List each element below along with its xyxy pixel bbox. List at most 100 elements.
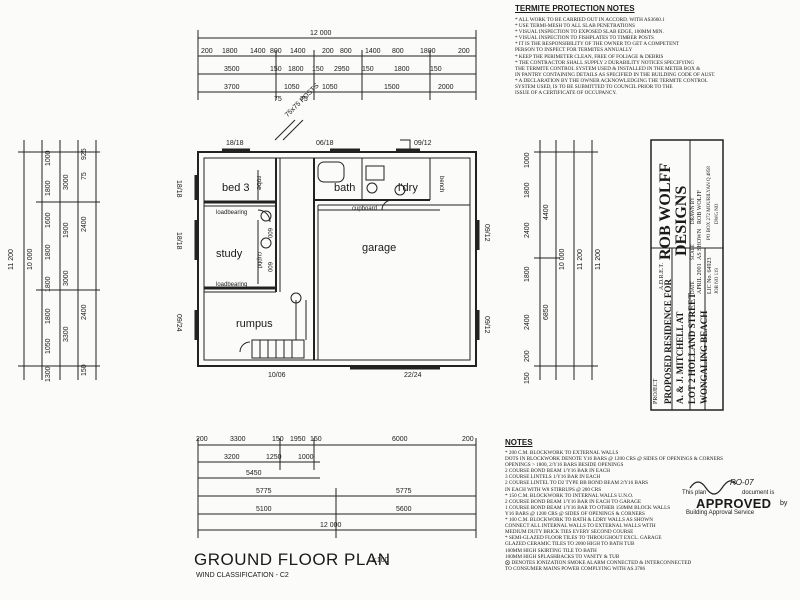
note: ⨂ DENOTES IONIZATION SMOKE ALARM CONNECT… bbox=[505, 559, 692, 566]
left-dim: 2400 bbox=[81, 216, 88, 232]
bottom-dim: 5450 bbox=[246, 470, 262, 477]
top-dim: 200 bbox=[201, 48, 213, 55]
loadbearing-label: loadbearing bbox=[216, 282, 248, 288]
right-dim: 11 200 bbox=[595, 249, 602, 270]
left-dim: 1900 bbox=[63, 222, 70, 238]
top-dim: 1400 bbox=[290, 48, 306, 55]
bottom-dim: 3300 bbox=[230, 436, 246, 443]
left-dim: 1000 bbox=[45, 150, 52, 166]
dwg-number: DWG NO bbox=[715, 203, 720, 224]
window-label: 09/12 bbox=[414, 140, 432, 147]
termite-note: SYSTEM USED, IS TO BE SUBMITTED TO COUNC… bbox=[515, 84, 673, 91]
top-dim: 150 bbox=[362, 66, 374, 73]
top-dim: 1800 bbox=[288, 66, 304, 73]
termite-note: ISSUE OF A CERTIFICATE OF OCCUPANCY. bbox=[515, 90, 617, 97]
note: * 150 C.M. BLOCKWORK TO INTERNAL WALLS U… bbox=[505, 492, 634, 499]
termite-note: * USE TERMI-MESH TO ALL SLAB PENETRATION… bbox=[515, 23, 635, 30]
bottom-dim: 200 bbox=[196, 436, 208, 443]
notes-list: * 200 C.M. BLOCKWORK TO EXTERNAL WALLS D… bbox=[505, 450, 723, 572]
bottom-dim: 150 bbox=[310, 436, 322, 443]
right-dim: 10 000 bbox=[559, 248, 566, 270]
note: 100mm HIGH SPLASHBACKS TO VANITY & TUB bbox=[505, 553, 620, 560]
left-dim: 1800 bbox=[45, 308, 52, 324]
project-label: PROJECT bbox=[653, 378, 659, 404]
notes-title: NOTES bbox=[505, 438, 533, 447]
room-label-garage: garage bbox=[362, 242, 397, 254]
termite-notes-title: TERMITE PROTECTION NOTES bbox=[515, 4, 635, 13]
note: IN EACH WITH W8 STIRRUPS @ 200 CRS bbox=[505, 486, 602, 493]
bottom-dim: 1000 bbox=[298, 454, 314, 461]
licence-number: LIC No. 64923 bbox=[707, 257, 713, 295]
left-dim: 75 bbox=[81, 172, 88, 180]
termite-note: * VISUAL INSPECTION TO FISHPLATES TO TIM… bbox=[515, 35, 654, 42]
top-dim: 1050 bbox=[284, 84, 300, 91]
termite-note: * A DECLARATION BY THE OWNER ACKNOWLEDGI… bbox=[515, 77, 708, 84]
bottom-dim: 200 bbox=[462, 436, 474, 443]
left-dim: 3000 bbox=[63, 270, 70, 286]
left-dim: 925 bbox=[81, 148, 88, 160]
top-dim: 1400 bbox=[250, 48, 266, 55]
left-dim: 1300 bbox=[45, 366, 52, 382]
termite-note: * KEEP THE PERIMETER CLEAN, FREE OF FOLI… bbox=[515, 53, 664, 60]
note: GLAZED CERAMIC TILES TO 2000 HIGH TO BAT… bbox=[505, 541, 635, 548]
window-label: 06/18 bbox=[316, 140, 334, 147]
stamp-approved: APPROVED bbox=[696, 496, 772, 511]
left-dim: 1800 bbox=[45, 276, 52, 292]
window-label: 18/18 bbox=[226, 140, 244, 147]
left-inner-dim: 10 000 bbox=[27, 248, 34, 270]
note: 3 COURSE LINTELS 1/Y16 BAR IN EACH bbox=[505, 474, 601, 481]
stamp-signature: RO-07 bbox=[730, 478, 754, 487]
left-dim: 1050 bbox=[45, 338, 52, 354]
job-number: JOB NO 119 bbox=[715, 268, 720, 294]
note: 2 COURSE LINTEL TO D2 TYPE BB BOND BEAM … bbox=[505, 480, 649, 487]
top-dim: 1050 bbox=[322, 84, 338, 91]
room-label-robe: robe bbox=[255, 176, 262, 191]
top-dim: 1800 bbox=[394, 66, 410, 73]
note: 2 COURSE BOND BEAM 1/Y16 BAR IN EACH bbox=[505, 468, 611, 475]
left-dim: 3300 bbox=[63, 326, 70, 342]
room-label-rumpus: rumpus bbox=[236, 318, 273, 330]
top-dim: 3500 bbox=[224, 66, 240, 73]
window-label: 09/24 bbox=[175, 314, 182, 332]
project-line: LOT 2 HOLLAND STREET bbox=[687, 292, 697, 404]
right-dim: 6850 bbox=[543, 304, 550, 320]
wind-classification: WIND CLASSIFICATION - C2 bbox=[196, 572, 289, 579]
date-value: APRIL 2001 bbox=[697, 263, 703, 294]
termite-note: * THE CONTRACTOR SHALL SUPPLY 2 DURABILI… bbox=[515, 59, 695, 66]
termite-note: PERSON TO INSPECT FOR TERMITES ANNUALLY bbox=[515, 47, 633, 54]
right-dim: 2400 bbox=[524, 314, 531, 330]
drawn-label: DRAWN BY bbox=[691, 197, 696, 224]
left-dim: 1800 bbox=[45, 180, 52, 196]
note: * 100 C.M. BLOCKWORK TO BATH & LDRY WALL… bbox=[505, 517, 653, 524]
termite-note: * VISUAL INSPECTION TO EXPOSED SLAB EDGE… bbox=[515, 29, 664, 36]
window-label: 09/12 bbox=[483, 316, 490, 334]
termite-note: IN PANTRY CONTAINING DETAILS AS SPECIFIE… bbox=[515, 71, 716, 78]
note: TO CONSUMER MAINS POWER COMPLYING WITH A… bbox=[505, 565, 646, 572]
top-dim: 1500 bbox=[384, 84, 400, 91]
right-dim: 1800 bbox=[524, 182, 531, 198]
top-dim: 150 bbox=[430, 66, 442, 73]
top-dim: 200 bbox=[322, 48, 334, 55]
note: MEDIUM DUTY BRICK TIES EVERY SECOND COUR… bbox=[505, 529, 634, 536]
room-label-cupboard: cupboard bbox=[352, 206, 378, 212]
window-label: 18/18 bbox=[175, 180, 182, 198]
bottom-dim: 5775 bbox=[396, 488, 412, 495]
loadbearing-label: loadbearing bbox=[216, 210, 248, 216]
project-line: PROPOSED RESIDENCE FOR bbox=[663, 278, 673, 404]
bottom-dim: 6000 bbox=[392, 436, 408, 443]
left-overall-dim: 11 200 bbox=[8, 249, 15, 270]
window-label: 09/12 bbox=[483, 224, 490, 242]
note: 2 COURSE BOND BEAM 1/Y16 BAR IN EACH TO … bbox=[505, 498, 641, 505]
bottom-dim: 5600 bbox=[396, 506, 412, 513]
right-dim: 200 bbox=[524, 350, 531, 362]
date-label: DATE bbox=[691, 281, 696, 294]
top-dim: 800 bbox=[392, 48, 404, 55]
termite-note: THE TERMITE CONTROL SYSTEM USED & INSTAL… bbox=[515, 65, 701, 72]
right-dim: 150 bbox=[524, 372, 531, 384]
top-dim: 3700 bbox=[224, 84, 240, 91]
left-dim: 1600 bbox=[45, 212, 52, 228]
robe-width: 600 bbox=[266, 228, 272, 239]
left-dim: 1800 bbox=[45, 244, 52, 260]
right-dim: 1800 bbox=[524, 266, 531, 282]
stamp-by: by bbox=[780, 500, 788, 507]
